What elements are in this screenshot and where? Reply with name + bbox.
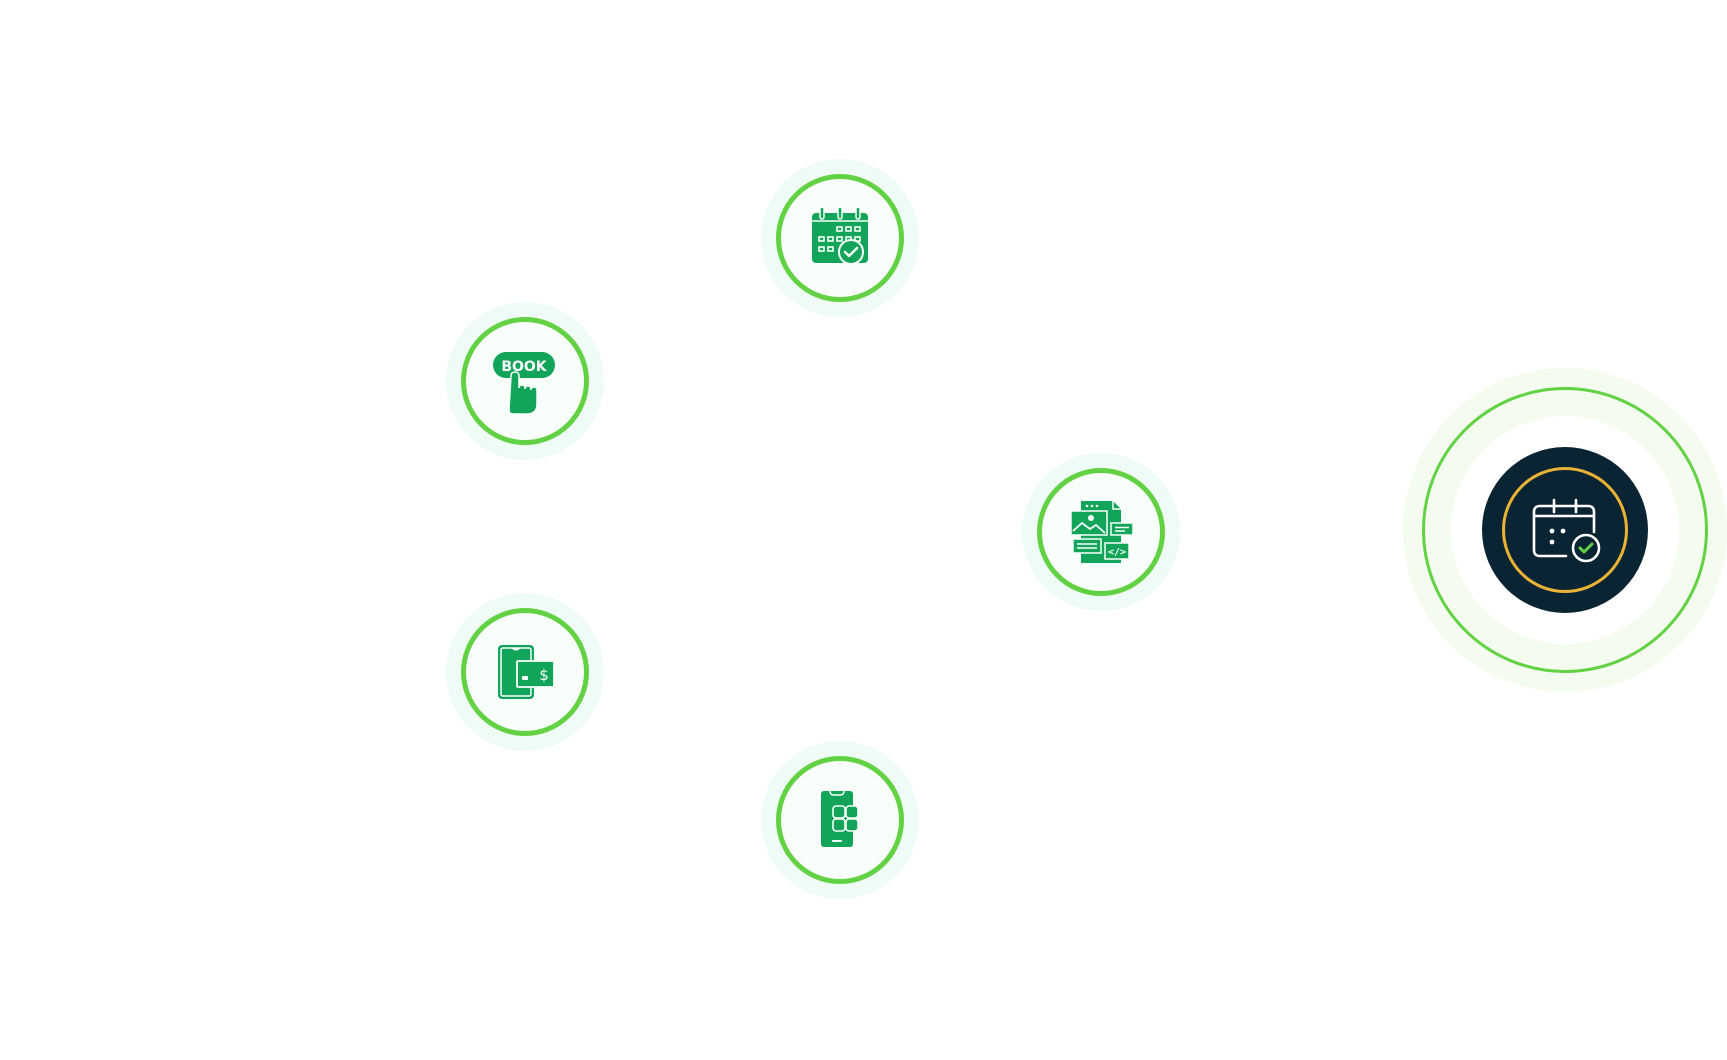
web-content-icon: </>: [1070, 501, 1134, 563]
calendar-check-icon: [812, 206, 868, 265]
dollar-text: $: [539, 666, 549, 684]
node-ring: [461, 317, 589, 445]
node-label: Web Content: [1022, 453, 1023, 454]
node-mobile-app: Mobile App: [761, 741, 919, 899]
node-label: Mobile Payment: [446, 593, 447, 594]
hub-label: Appointment Scheduling: [1403, 368, 1404, 369]
node-mobile-payment: $ Mobile Payment: [446, 593, 604, 751]
mobile-payment-icon: $: [498, 645, 555, 699]
mobile-app-icon: [821, 790, 859, 847]
calendar-check-icon: [1532, 498, 1601, 563]
hub-gold-ring: [1502, 467, 1628, 593]
code-text: </>: [1108, 547, 1126, 558]
node-label: Calendar Booking: [761, 159, 762, 160]
node-book: BOOK Book: [446, 302, 604, 460]
node-label: Book: [446, 302, 447, 303]
book-text: BOOK: [501, 359, 547, 375]
book-button-tap-icon: BOOK: [493, 352, 555, 415]
node-web-content: </> Web Content: [1022, 453, 1180, 611]
node-label: Mobile App: [761, 741, 762, 742]
node-calendar: Calendar Booking: [761, 159, 919, 317]
hub: Appointment Scheduling: [1403, 368, 1727, 692]
